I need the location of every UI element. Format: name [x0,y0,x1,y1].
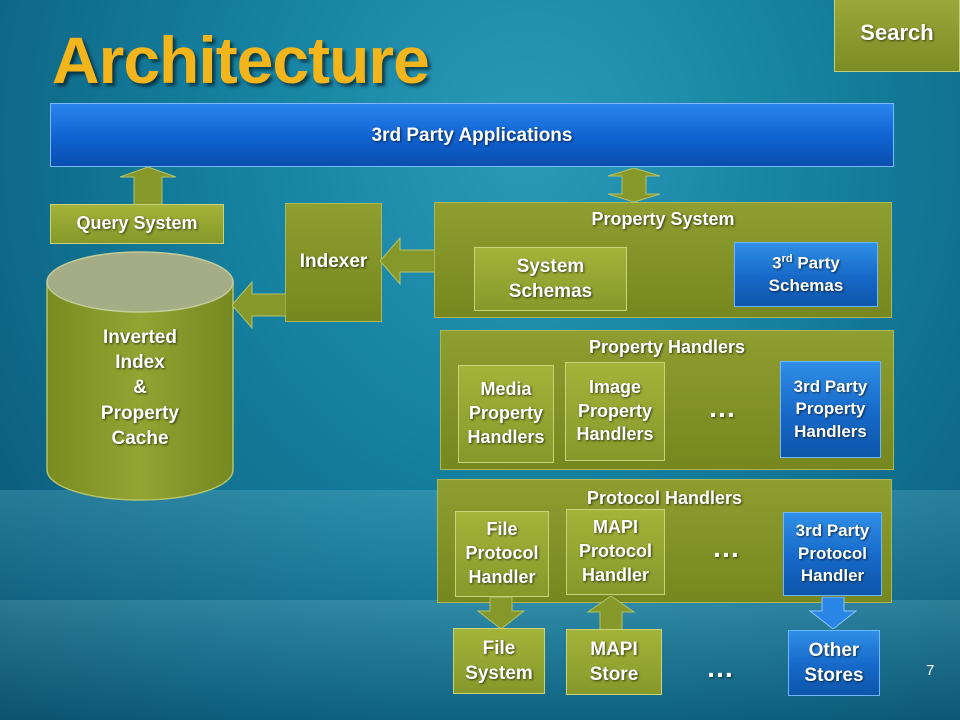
mapi-protocol-handler-box: MAPI Protocol Handler [566,509,665,595]
file-system-line: File [482,637,516,659]
third-party-applications-bar: 3rd Party Applications [50,103,894,167]
query-to-apps-arrow [119,167,177,205]
mapi-store-box: MAPI Store [566,629,662,695]
inverted-index-label: Inverted Index & Property Cache [46,318,234,458]
inverted-index-line: & [133,377,147,399]
media-handler-line: Media [480,379,532,400]
mapi-protocol-line: Handler [581,564,650,585]
indexer-box: Indexer [285,203,382,322]
inverted-index-cylinder [46,251,234,501]
third-party-property-handlers-box: 3rd Party Property Handlers [780,361,881,458]
system-schemas-line: System [516,255,585,277]
property-to-indexer-arrow [380,236,436,286]
third-party-property-line: Handlers [794,421,867,441]
inverted-index-line: Property [100,402,180,424]
third-party-protocol-line: 3rd Party [795,521,870,541]
indexer-to-index-arrow [232,280,286,330]
file-protocol-line: Protocol [465,543,539,564]
other-stores-down-arrow [808,597,858,629]
protocol-handlers-label: Protocol Handlers [586,488,743,508]
image-handler-line: Handlers [576,424,654,445]
third-party-schemas-rest: Party [792,253,840,273]
file-protocol-down-arrow [476,597,526,629]
file-protocol-line: Handler [468,566,536,587]
mapi-store-up-arrow [586,596,636,630]
image-handler-line: Property [577,400,653,421]
file-protocol-handler-box: File Protocol Handler [455,511,549,597]
system-schemas-box: System Schemas [474,247,627,311]
other-stores-line: Stores [804,665,864,686]
image-property-handlers-box: Image Property Handlers [565,362,665,461]
system-schemas-line: Schemas [508,281,593,302]
search-tab[interactable]: Search [834,0,960,72]
third-party-protocol-line: Protocol [798,543,867,563]
property-system-label: Property System [591,209,735,229]
stores-ellipsis: … [706,652,736,683]
third-party-schemas-num: 3 [772,253,782,273]
third-party-protocol-line: Handler [800,566,865,586]
query-system-box: Query System [50,204,224,244]
third-party-schemas-box: 3rd Party Schemas [734,242,878,307]
mapi-store-line: MAPI [590,638,638,660]
file-protocol-line: File [486,519,518,540]
inverted-index-line: Cache [111,427,169,449]
file-system-box: File System [453,628,545,694]
third-party-schemas-sup: rd [781,252,793,265]
third-party-property-line: 3rd Party [793,376,868,396]
mapi-protocol-line: Protocol [578,541,652,562]
third-party-property-line: Property [795,399,866,419]
property-apps-double-arrow [607,168,661,202]
property-handlers-label: Property Handlers [588,337,746,357]
inverted-index-line: Inverted [103,327,177,349]
page-number: 7 [926,662,935,679]
mapi-store-line: Store [589,664,639,685]
media-handler-line: Handlers [467,426,545,447]
media-handler-line: Property [468,403,544,424]
property-handlers-ellipsis: … [708,392,738,423]
third-party-schemas-line: Schemas [768,275,844,295]
image-handler-line: Image [588,376,642,397]
mapi-protocol-line: MAPI [593,517,638,538]
third-party-schemas-line: 3rd Party [772,252,840,275]
file-system-line: System [465,663,533,684]
page-title: Architecture [52,23,430,97]
protocol-handlers-ellipsis: … [712,532,742,563]
inverted-index-line: Index [115,352,165,374]
third-party-protocol-handler-box: 3rd Party Protocol Handler [783,512,882,596]
other-stores-line: Other [808,639,860,661]
media-property-handlers-box: Media Property Handlers [458,365,554,463]
other-stores-box: Other Stores [788,630,880,696]
